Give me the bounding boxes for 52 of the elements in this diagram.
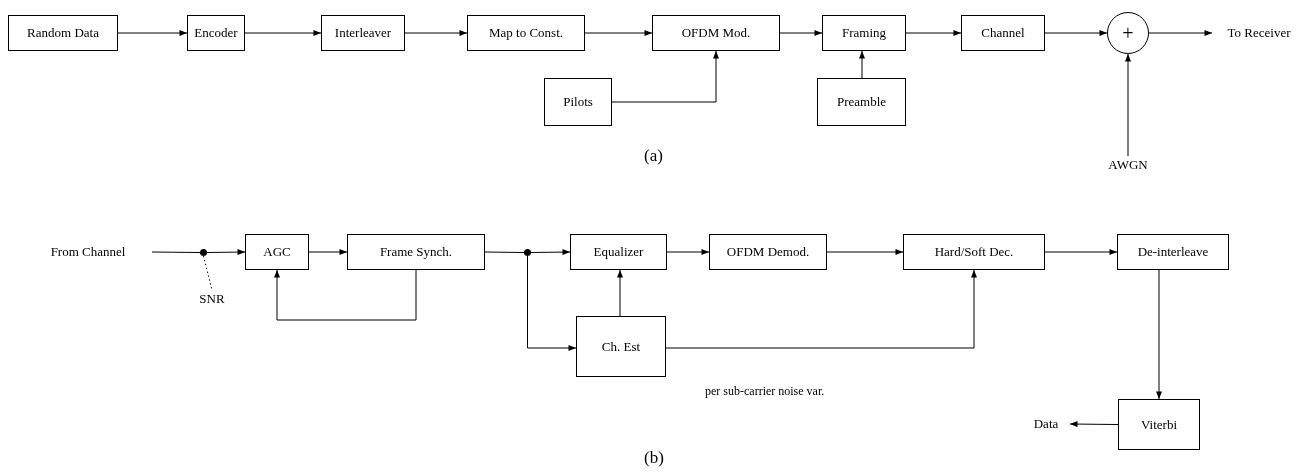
arrow (665, 269, 977, 349)
arrow (274, 269, 417, 321)
process-box: Random Data (8, 15, 118, 51)
process-box: Preamble (817, 78, 906, 126)
process-box: Framing (822, 15, 906, 51)
summing-junction: + (1107, 12, 1149, 54)
arrow (527, 255, 577, 351)
process-box: OFDM Demod. (709, 234, 827, 270)
junction-dot (200, 249, 207, 256)
arrow (1069, 421, 1119, 428)
process-box: Equalizer (570, 234, 667, 270)
edge-label: per sub-carrier noise var. (703, 384, 827, 399)
process-box: Ch. Est (576, 316, 666, 377)
arrow (905, 30, 962, 36)
arrow (117, 30, 188, 36)
arrow (206, 249, 246, 256)
signal-label: AWGN (1104, 156, 1152, 174)
dotted-line (203, 255, 213, 291)
arrow (1148, 30, 1213, 36)
arrow (617, 269, 623, 317)
process-box: De-interleave (1117, 234, 1229, 270)
signal-label: From Channel (24, 243, 152, 261)
arrow (584, 30, 653, 36)
process-box: Hard/Soft Dec. (903, 234, 1045, 270)
signal-label: SNR (188, 290, 236, 308)
arrow (779, 30, 823, 36)
arrow (404, 30, 468, 36)
signal-label: To Receiver (1212, 24, 1306, 42)
arrow (611, 50, 719, 103)
subfigure-label: (b) (644, 448, 664, 468)
arrow (530, 249, 571, 256)
subfigure-label: (a) (644, 146, 663, 166)
process-box: Pilots (544, 78, 612, 126)
process-box: Interleaver (321, 15, 405, 51)
arrow (859, 50, 865, 79)
arrow (666, 249, 710, 255)
process-box: AGC (245, 234, 309, 270)
arrow (1044, 30, 1108, 36)
arrow (1125, 53, 1131, 157)
process-box: Viterbi (1118, 399, 1200, 450)
process-box: Frame Synch. (347, 234, 485, 270)
process-box: Channel (961, 15, 1045, 51)
process-box: Encoder (187, 15, 245, 51)
arrow (244, 30, 322, 36)
arrow (1044, 249, 1118, 255)
signal-label: Data (1022, 415, 1070, 433)
process-box: OFDM Mod. (652, 15, 780, 51)
arrow (308, 249, 348, 255)
arrow (826, 249, 904, 255)
process-box: Map to Const. (467, 15, 585, 51)
arrow (1156, 269, 1162, 400)
junction-dot (524, 249, 531, 256)
